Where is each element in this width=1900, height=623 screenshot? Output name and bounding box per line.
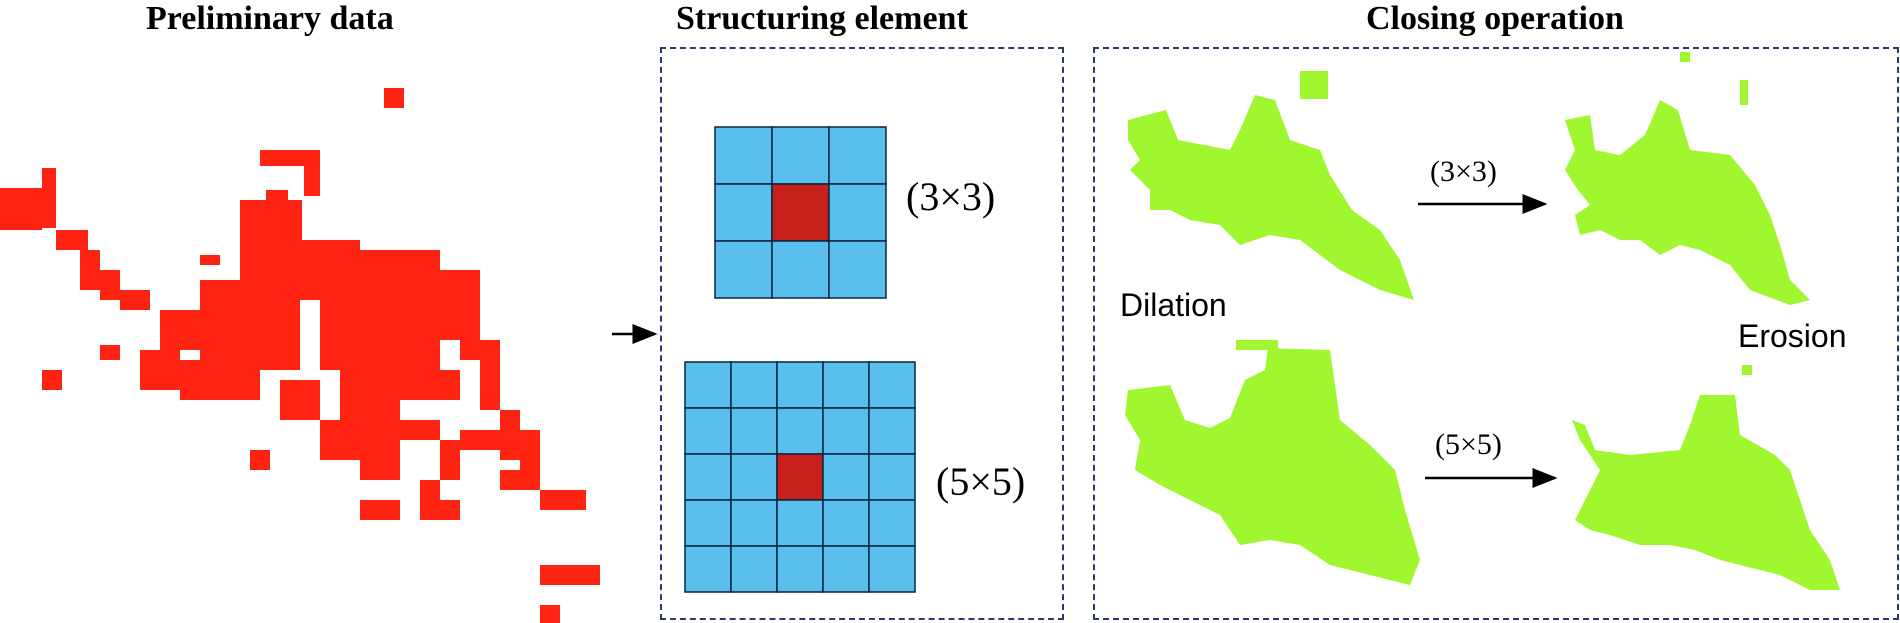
data-pixel (80, 250, 100, 290)
dilation-3x3-result (1128, 71, 1414, 300)
erosion-3x3-result (1565, 52, 1810, 305)
label-arrow-3x3: (3×3) (1430, 155, 1497, 188)
data-pixel (500, 410, 520, 430)
structuring-element-cell (828, 183, 887, 242)
data-pixel (200, 280, 240, 340)
structuring-element-center-cell (771, 183, 830, 242)
structuring-element-cell (730, 499, 778, 547)
structuring-element-cell (684, 407, 732, 455)
structuring-element-cell (868, 361, 916, 409)
structuring-element-cell (771, 126, 830, 185)
label-arrow-5x5: (5×5) (1435, 428, 1502, 461)
label-erosion: Erosion (1738, 318, 1847, 354)
data-pixel (400, 420, 440, 440)
label-se-5x5: (5×5) (936, 459, 1026, 504)
title-preliminary-data: Preliminary data (146, 0, 394, 37)
structuring-element-cell (730, 361, 778, 409)
data-pixel (500, 430, 520, 460)
data-pixel (304, 166, 320, 196)
data-pixel (250, 450, 270, 470)
structuring-element-cell (776, 499, 824, 547)
data-pixel (0, 188, 42, 230)
data-pixel (460, 290, 480, 360)
title-structuring-element: Structuring element (676, 0, 968, 37)
data-pixel (360, 340, 400, 380)
structuring-element-cell (730, 453, 778, 501)
title-closing-operation: Closing operation (1366, 0, 1624, 37)
structuring-element-cell (868, 407, 916, 455)
data-pixel (460, 430, 500, 450)
structuring-element-cell (684, 545, 732, 593)
structuring-element-cell (771, 240, 830, 299)
label-dilation: Dilation (1120, 287, 1227, 323)
data-pixel (360, 500, 400, 520)
data-pixel (480, 340, 500, 380)
data-pixel (400, 370, 460, 400)
data-pixel (280, 380, 320, 420)
structuring-element-cell (822, 453, 870, 501)
structuring-element-cell (730, 407, 778, 455)
data-pixel (360, 440, 400, 480)
structuring-element-cell (684, 453, 732, 501)
data-pixel (520, 430, 540, 490)
data-pixel (56, 230, 88, 250)
preliminary-data-pixels (0, 88, 600, 623)
structuring-element-cell (822, 407, 870, 455)
structuring-element-cell (714, 183, 773, 242)
data-pixel (42, 370, 62, 390)
structuring-element-cell (684, 361, 732, 409)
data-pixel (200, 255, 220, 265)
structuring-element-cell (776, 361, 824, 409)
structuring-element-3x3-grid (714, 126, 887, 299)
data-pixel (42, 168, 56, 228)
data-pixel (480, 380, 500, 410)
data-pixel (500, 470, 520, 490)
data-pixel (140, 350, 180, 390)
data-pixel (556, 490, 586, 510)
data-pixel (180, 360, 240, 400)
structuring-element-cell (868, 499, 916, 547)
dilation-5x5-result (1125, 340, 1420, 585)
data-pixel (120, 290, 150, 310)
data-pixel (384, 88, 404, 108)
structuring-element-cell (868, 545, 916, 593)
structuring-element-cell (776, 407, 824, 455)
structuring-element-cell (822, 545, 870, 593)
data-pixel (260, 150, 320, 166)
structuring-element-cell (822, 499, 870, 547)
structuring-element-cell (730, 545, 778, 593)
data-pixel (440, 440, 460, 480)
structuring-element-cell (828, 126, 887, 185)
structuring-element-panel (660, 47, 1064, 620)
closing-operation-panel (1093, 47, 1899, 620)
data-pixel (320, 420, 360, 460)
structuring-element-cell (822, 361, 870, 409)
data-pixel (100, 345, 120, 360)
data-pixel (240, 200, 300, 310)
structuring-element-5x5-grid (684, 361, 916, 593)
data-pixel (100, 270, 120, 300)
structuring-element-center-cell (776, 453, 824, 501)
data-pixel (540, 605, 560, 623)
data-pixel (540, 490, 560, 510)
data-pixel (240, 310, 300, 370)
structuring-element-cell (714, 240, 773, 299)
structuring-element-cell (868, 453, 916, 501)
data-pixel (266, 190, 288, 200)
structuring-element-cell (828, 240, 887, 299)
structuring-element-cell (714, 126, 773, 185)
label-se-3x3: (3×3) (906, 174, 996, 219)
structuring-element-cell (684, 499, 732, 547)
structuring-element-cell (776, 545, 824, 593)
data-pixel (540, 565, 600, 585)
erosion-5x5-result (1572, 365, 1840, 590)
data-pixel (420, 500, 460, 520)
